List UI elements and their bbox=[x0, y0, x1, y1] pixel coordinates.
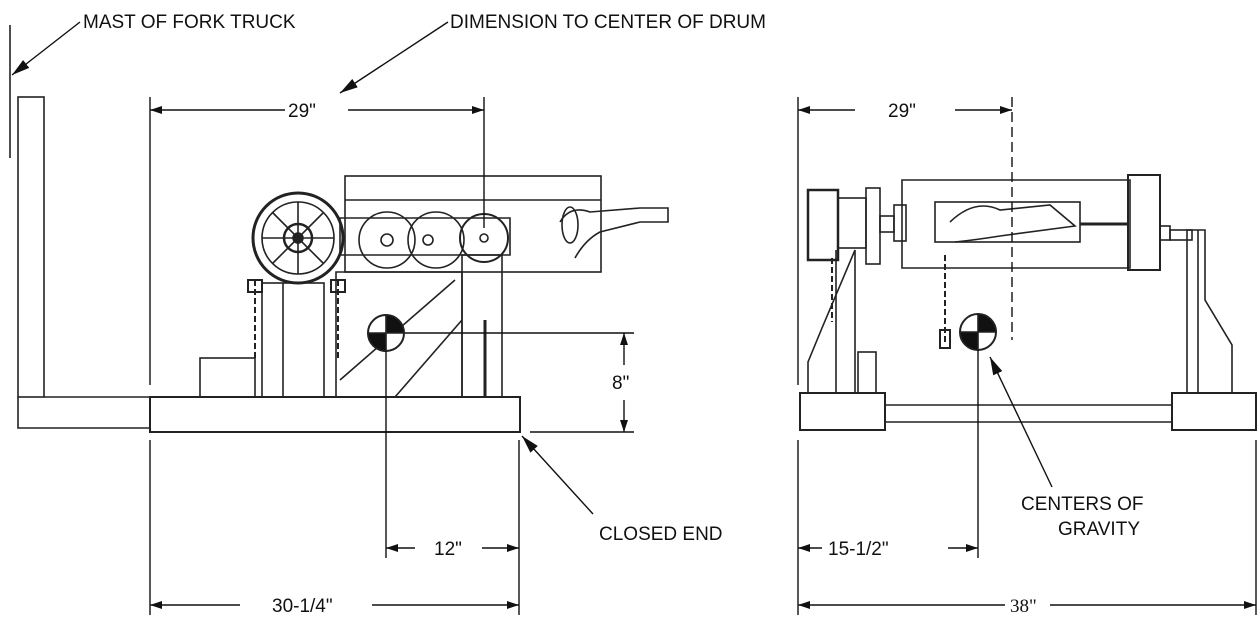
base-frame bbox=[149, 396, 521, 433]
side-top-dimension: 29" bbox=[288, 101, 316, 122]
side-center-of-gravity bbox=[367, 314, 405, 352]
end-center-of-gravity bbox=[959, 313, 997, 351]
drum-support-frame bbox=[335, 254, 503, 398]
drum-center-label: DIMENSION TO CENTER OF DRUM bbox=[450, 12, 766, 33]
end-right-stand bbox=[1186, 229, 1233, 394]
side-cog-dimension: 12" bbox=[434, 539, 462, 560]
winch-wheel bbox=[251, 191, 345, 285]
side-box bbox=[199, 357, 256, 398]
mast-label: MAST OF FORK TRUCK bbox=[83, 12, 296, 33]
end-left-stand bbox=[807, 249, 877, 394]
lift-chains bbox=[247, 279, 346, 360]
end-chains bbox=[831, 255, 951, 349]
end-top-dimension: 29" bbox=[888, 101, 916, 122]
end-overall-dimension: 38" bbox=[1010, 596, 1037, 617]
side-height-dimension: 8" bbox=[612, 373, 629, 394]
end-base-left-block bbox=[799, 392, 886, 431]
side-overall-dimension: 30-1/4" bbox=[272, 596, 333, 617]
end-base-right-block bbox=[1171, 392, 1257, 431]
cog-label-line1: CENTERS OF bbox=[1021, 494, 1143, 515]
fork-truck-mast bbox=[9, 25, 150, 429]
side-dimensions bbox=[11, 21, 634, 615]
end-cog-dimension: 15-1/2" bbox=[828, 539, 889, 560]
end-dimensions bbox=[797, 97, 1257, 615]
end-view bbox=[799, 174, 1257, 431]
end-drum-assembly bbox=[806, 174, 1193, 271]
winch-pedestal bbox=[261, 282, 325, 398]
closed-end-label: CLOSED END bbox=[599, 524, 723, 545]
crank-handle bbox=[559, 206, 669, 259]
cog-label-line2: GRAVITY bbox=[1058, 519, 1140, 540]
drum-cradle bbox=[344, 175, 602, 273]
side-view bbox=[9, 25, 669, 433]
